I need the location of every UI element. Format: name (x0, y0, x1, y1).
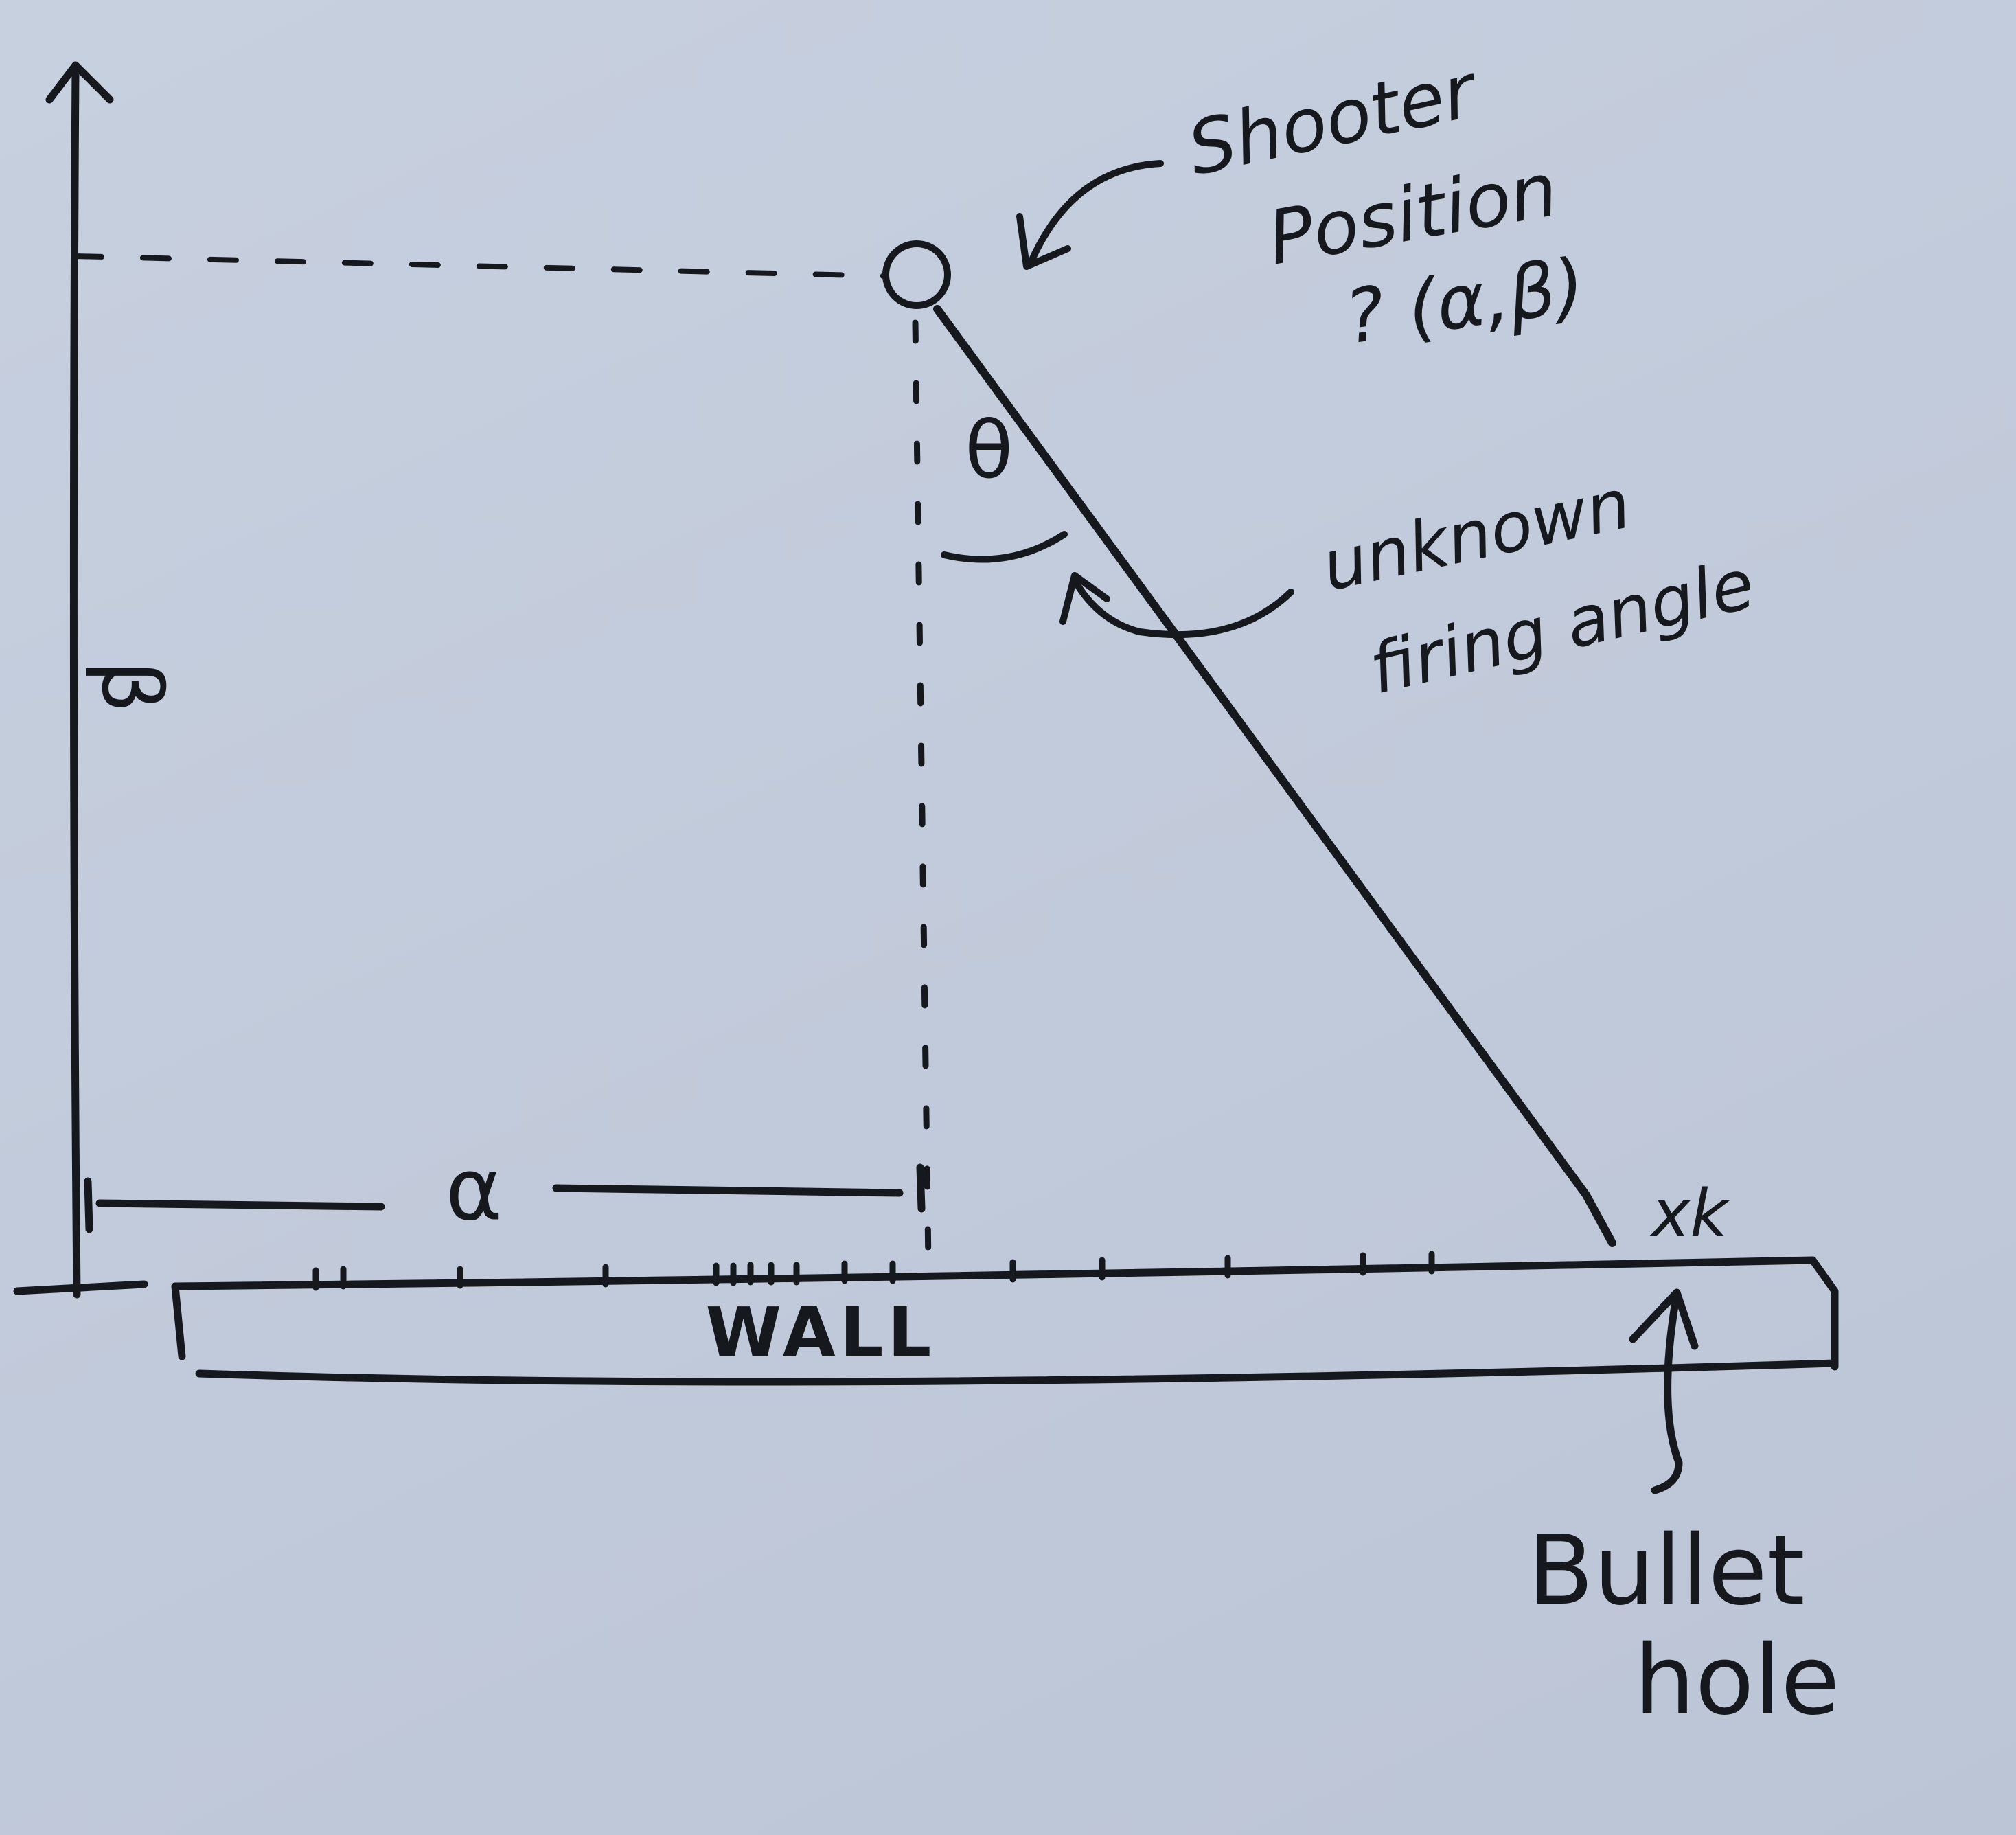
firing-angle-label-group: unknown firing angle (1316, 464, 1762, 710)
wall-right-edge (1809, 1256, 1839, 1371)
bullet-hole-label-group: Bullet hole (1528, 1515, 1840, 1737)
angle-callout-arrow (1071, 577, 1294, 639)
origin-tick (13, 1280, 148, 1295)
beta-projection-dashed-line (73, 253, 889, 279)
shooter-callout-arrow (1027, 160, 1164, 268)
angle-callout-arrowhead (1059, 572, 1110, 625)
bullet-hole-arrowhead (1629, 1288, 1699, 1350)
shooter-position-marker (882, 240, 951, 309)
theta-symbol: θ (965, 404, 1013, 497)
bullet-hole-arrow (1651, 1297, 1683, 1494)
bullet-hole-label-line1: Bullet (1528, 1515, 1805, 1627)
beta-axis-arrowhead (45, 61, 114, 104)
beta-axis-label: β (83, 661, 179, 714)
alpha-dimension (84, 1163, 926, 1233)
wall-label: WALL (706, 1292, 936, 1373)
impact-point-label: xk (1649, 1176, 1730, 1252)
shooter-label-group: Shooter Position ? (α,β) (1180, 47, 1590, 361)
shooter-callout-arrowhead (1016, 213, 1071, 270)
wall-left-edge (171, 1282, 186, 1360)
firing-angle-arc (941, 531, 1068, 563)
wall (171, 1251, 1839, 1386)
wall-tick-marks (312, 1251, 1435, 1291)
alpha-projection-dashed-line (912, 319, 932, 1267)
bullet-trajectory-line (933, 305, 1616, 1247)
bullet-hole-label-line2: hole (1634, 1625, 1840, 1737)
wall-top-edge (171, 1256, 1817, 1290)
alpha-label: α (446, 1140, 502, 1240)
wall-bottom-edge (195, 1359, 1839, 1386)
